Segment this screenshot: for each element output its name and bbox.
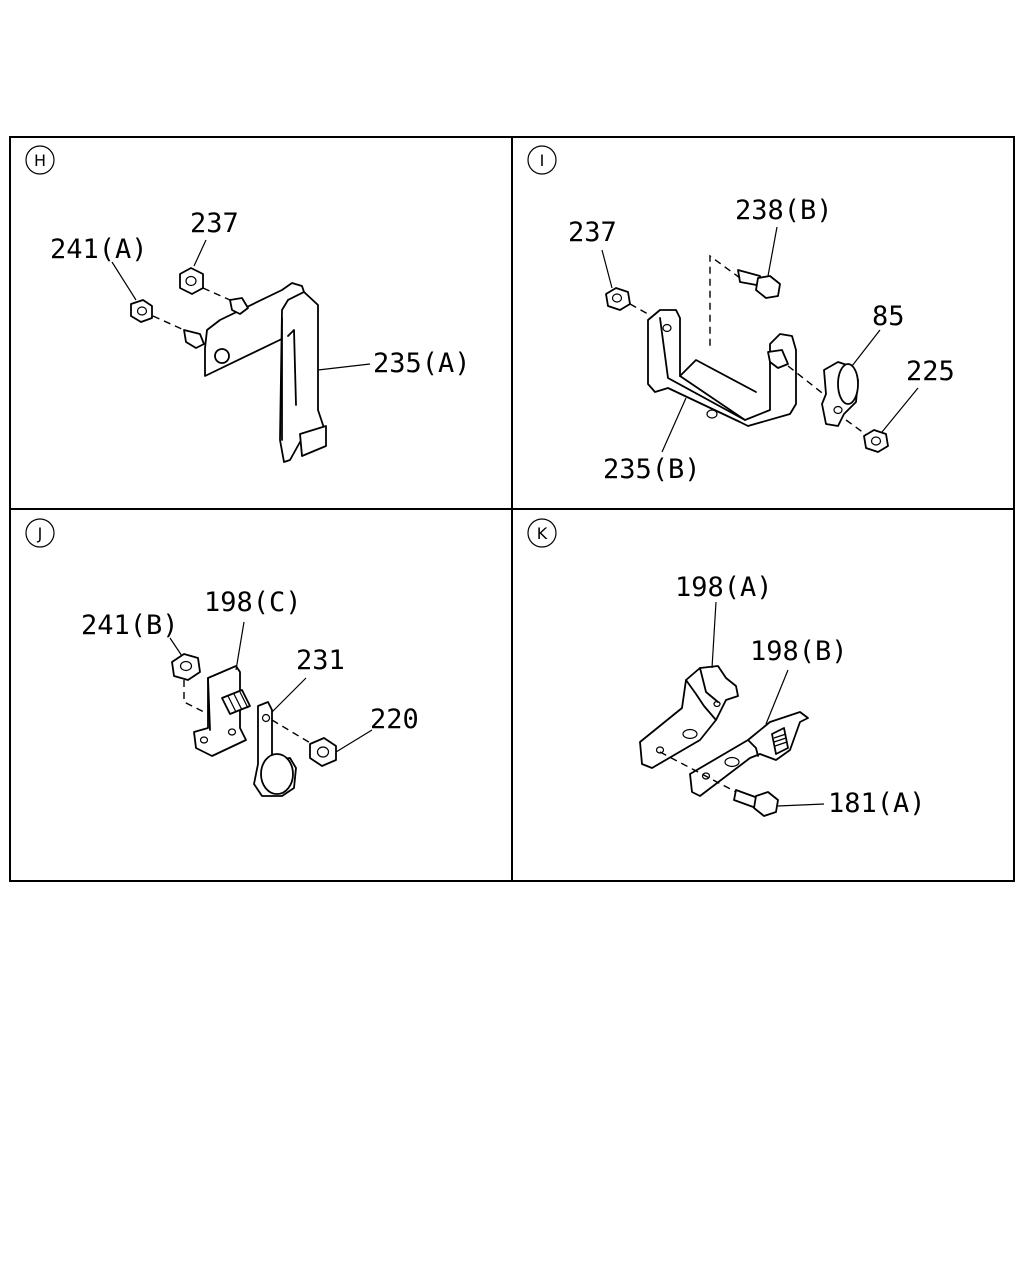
panel-k: K 198(A) [527, 518, 926, 819]
marker-circle [25, 518, 55, 548]
nut-237-i [605, 287, 649, 315]
bolt-181a [659, 751, 779, 817]
bolt-238b [709, 254, 781, 350]
label-85: 85 [872, 301, 905, 332]
panel-i: I [527, 145, 955, 485]
leader-181a [777, 803, 825, 807]
leader-235a [317, 363, 371, 371]
leader-198c [235, 621, 245, 671]
label-241a: 241(A) [50, 234, 148, 265]
nut-237-h [179, 267, 249, 315]
panel-k-marker: K [527, 518, 557, 548]
nut-241b [171, 653, 209, 715]
label-220: 220 [370, 704, 419, 735]
diagram-frame [9, 136, 1015, 882]
marker-letter: J [37, 524, 43, 543]
leader-235b [661, 397, 687, 453]
marker-circle [25, 145, 55, 175]
leader-198a [711, 601, 717, 669]
leader-237-h [193, 239, 207, 267]
label-181a: 181(A) [828, 788, 926, 819]
label-198a: 198(A) [675, 572, 773, 603]
leader-237-i [601, 249, 613, 289]
bracket-198c [193, 665, 251, 757]
marker-circle [527, 518, 557, 548]
label-237-i: 237 [568, 217, 617, 248]
marker-circle [527, 145, 557, 175]
nut-241a [130, 299, 153, 323]
panel-h: H 2 [25, 145, 471, 463]
leader-241a [111, 261, 137, 301]
nut-220 [309, 737, 337, 767]
leader-225 [881, 387, 919, 433]
marker-letter: I [540, 151, 545, 170]
leader-238b [767, 226, 778, 277]
stud-i [767, 349, 827, 397]
label-241b: 241(B) [81, 610, 179, 641]
label-231: 231 [296, 645, 345, 676]
leader-231 [271, 677, 307, 713]
marker-letter: K [537, 524, 548, 543]
label-238b: 238(B) [735, 195, 833, 226]
leader-198b [765, 669, 789, 725]
marker-letter: H [34, 151, 46, 170]
label-237-h: 237 [190, 208, 239, 239]
leader-241b [169, 637, 183, 657]
panel-j-marker: J [25, 518, 55, 548]
nut-225 [845, 419, 889, 453]
clip-231 [253, 701, 313, 797]
panel-i-marker: I [527, 145, 557, 175]
bracket-235a [204, 282, 327, 463]
label-235a: 235(A) [373, 348, 471, 379]
leader-220 [335, 729, 373, 753]
panel-j: J [25, 518, 419, 797]
label-225: 225 [906, 356, 955, 387]
bracket-198a [639, 665, 739, 769]
label-198b: 198(B) [750, 636, 848, 667]
panel-h-marker: H [25, 145, 55, 175]
clamp-85 [821, 361, 859, 427]
leader-85 [851, 329, 881, 367]
bracket-198b [689, 711, 809, 797]
label-198c: 198(C) [204, 587, 302, 618]
stud-241a [152, 315, 205, 349]
label-235b: 235(B) [603, 454, 701, 485]
bracket-235b [647, 309, 797, 427]
